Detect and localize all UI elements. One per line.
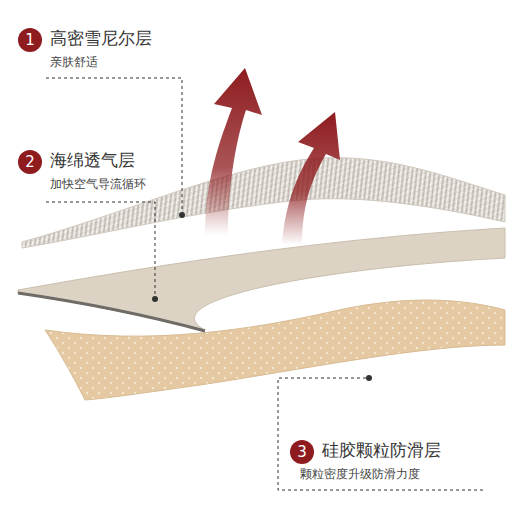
layer-note: 亲肤舒适	[50, 55, 98, 69]
callout-circle: 3	[290, 440, 314, 464]
layer-note: 颗粒密度升级防滑力度	[300, 467, 420, 481]
callout-number: 3	[297, 445, 307, 460]
layer-title: 海绵透气层	[50, 150, 135, 170]
layer-title: 高密雪尼尔层	[50, 28, 152, 48]
callout-number: 2	[25, 155, 35, 170]
layer-note: 加快空气导流循环	[50, 177, 146, 191]
callout-number: 1	[25, 33, 35, 48]
layer-title: 硅胶颗粒防滑层	[322, 440, 441, 460]
callout-circle: 1	[18, 28, 42, 52]
callout-circle: 2	[18, 150, 42, 174]
